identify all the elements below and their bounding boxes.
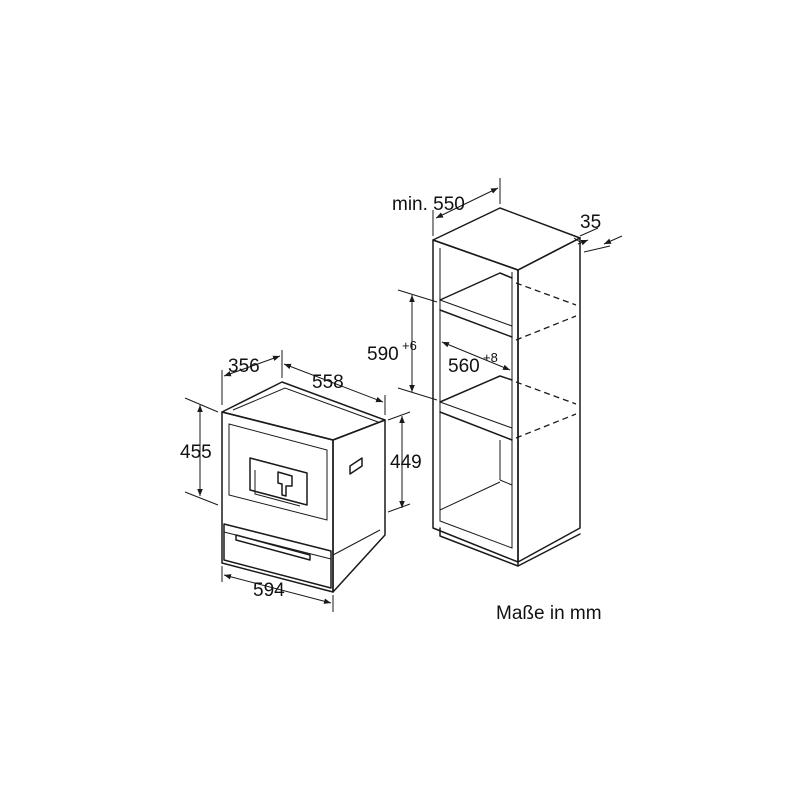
machine-depth-label: 356 <box>228 356 260 377</box>
cabinet-dimensions: min. 550 35 590 +6 560 +8 <box>367 178 623 401</box>
coffee-spout <box>277 471 293 497</box>
niche-height-tolerance: +6 <box>402 338 417 353</box>
tall-cabinet-drawing <box>432 207 581 567</box>
units-caption: Maße in mm <box>496 603 602 624</box>
machine-top-surface <box>221 381 386 441</box>
niche-width-tolerance: +8 <box>483 350 498 365</box>
machine-dimensions: 356 558 455 449 594 <box>180 350 422 612</box>
machine-width-label: 558 <box>312 372 344 393</box>
drawer-handle <box>235 534 311 561</box>
machine-front-width-label: 594 <box>253 580 285 601</box>
cabinet-shelf-lower <box>439 375 513 403</box>
machine-side-panel <box>332 419 386 593</box>
cabinet-side <box>517 237 581 563</box>
machine-drawer <box>223 523 332 589</box>
niche-height-label: 590 <box>367 344 399 365</box>
side-handle-slot <box>349 457 363 475</box>
cabinet-shelf-upper <box>439 272 513 301</box>
cabinet-top <box>432 207 581 271</box>
cabinet-offset-label: 35 <box>580 212 601 233</box>
machine-front-panel <box>221 411 334 593</box>
machine-side-height-label: 449 <box>390 452 422 473</box>
machine-height-label: 455 <box>180 442 212 463</box>
cabinet-front <box>432 239 519 563</box>
coffee-outlet-recess <box>249 457 308 506</box>
cabinet-depth-label: min. 550 <box>392 194 465 215</box>
niche-width-label: 560 <box>448 356 480 377</box>
coffee-machine-drawing <box>221 381 386 593</box>
